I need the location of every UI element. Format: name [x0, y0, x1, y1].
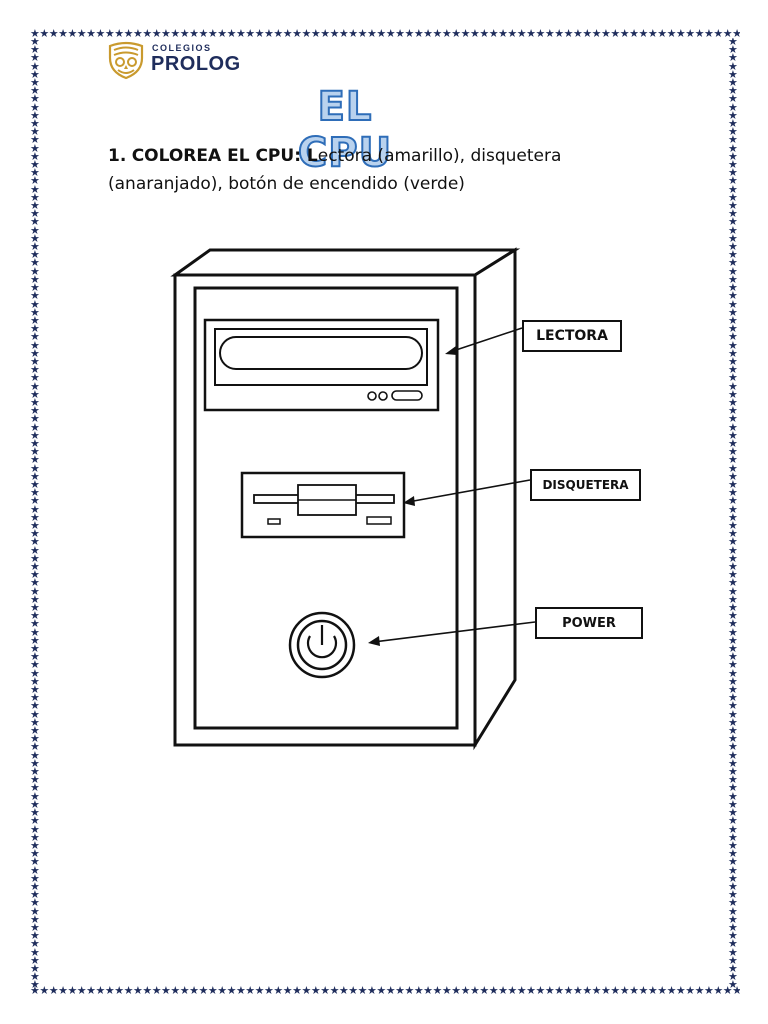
instruction-text: 1. COLOREA EL CPU: Lectora (amarillo), d…: [108, 142, 668, 198]
logo-big-text: PROLOG: [151, 53, 241, 75]
logo-small-text: COLEGIOS: [152, 43, 212, 53]
arrow-power: [368, 621, 536, 646]
cpu-top-panel: [170, 248, 521, 277]
cpu-drawing: [170, 247, 536, 751]
star-border-bottom: ★★★★★★★★★★★★★★★★★★★★★★★★★★★★★★★★★★★★★★★★…: [30, 985, 740, 997]
optical-drive: [203, 318, 440, 412]
label-disquetera: DISQUETERA: [530, 469, 641, 501]
instruction-number: 1.: [108, 146, 127, 166]
label-power: POWER: [535, 607, 643, 639]
floppy-drive: [240, 471, 406, 539]
star-border-left: ★★★★★★★★★★★★★★★★★★★★★★★★★★★★★★★★★★★★★★★★…: [30, 38, 40, 988]
instruction-bold: COLOREA EL CPU: L: [131, 146, 318, 166]
star-border-top: ★★★★★★★★★★★★★★★★★★★★★★★★★★★★★★★★★★★★★★★★…: [30, 28, 740, 40]
arrow-lectora: [445, 327, 523, 355]
owl-crest-icon: [108, 41, 144, 80]
arrow-disquetera: [403, 479, 531, 506]
label-lectora: LECTORA: [522, 320, 622, 352]
cpu-side-panel: [473, 247, 517, 751]
power-button: [288, 611, 356, 679]
power-icon: [306, 625, 338, 659]
page-title: EL CPU: [297, 83, 393, 177]
instruction-rest: ectora (amarillo), disquetera (anaranjad…: [108, 146, 562, 194]
school-logo: COLEGIOS PROLOG: [106, 40, 266, 80]
star-border-right: ★★★★★★★★★★★★★★★★★★★★★★★★★★★★★★★★★★★★★★★★…: [728, 38, 738, 988]
